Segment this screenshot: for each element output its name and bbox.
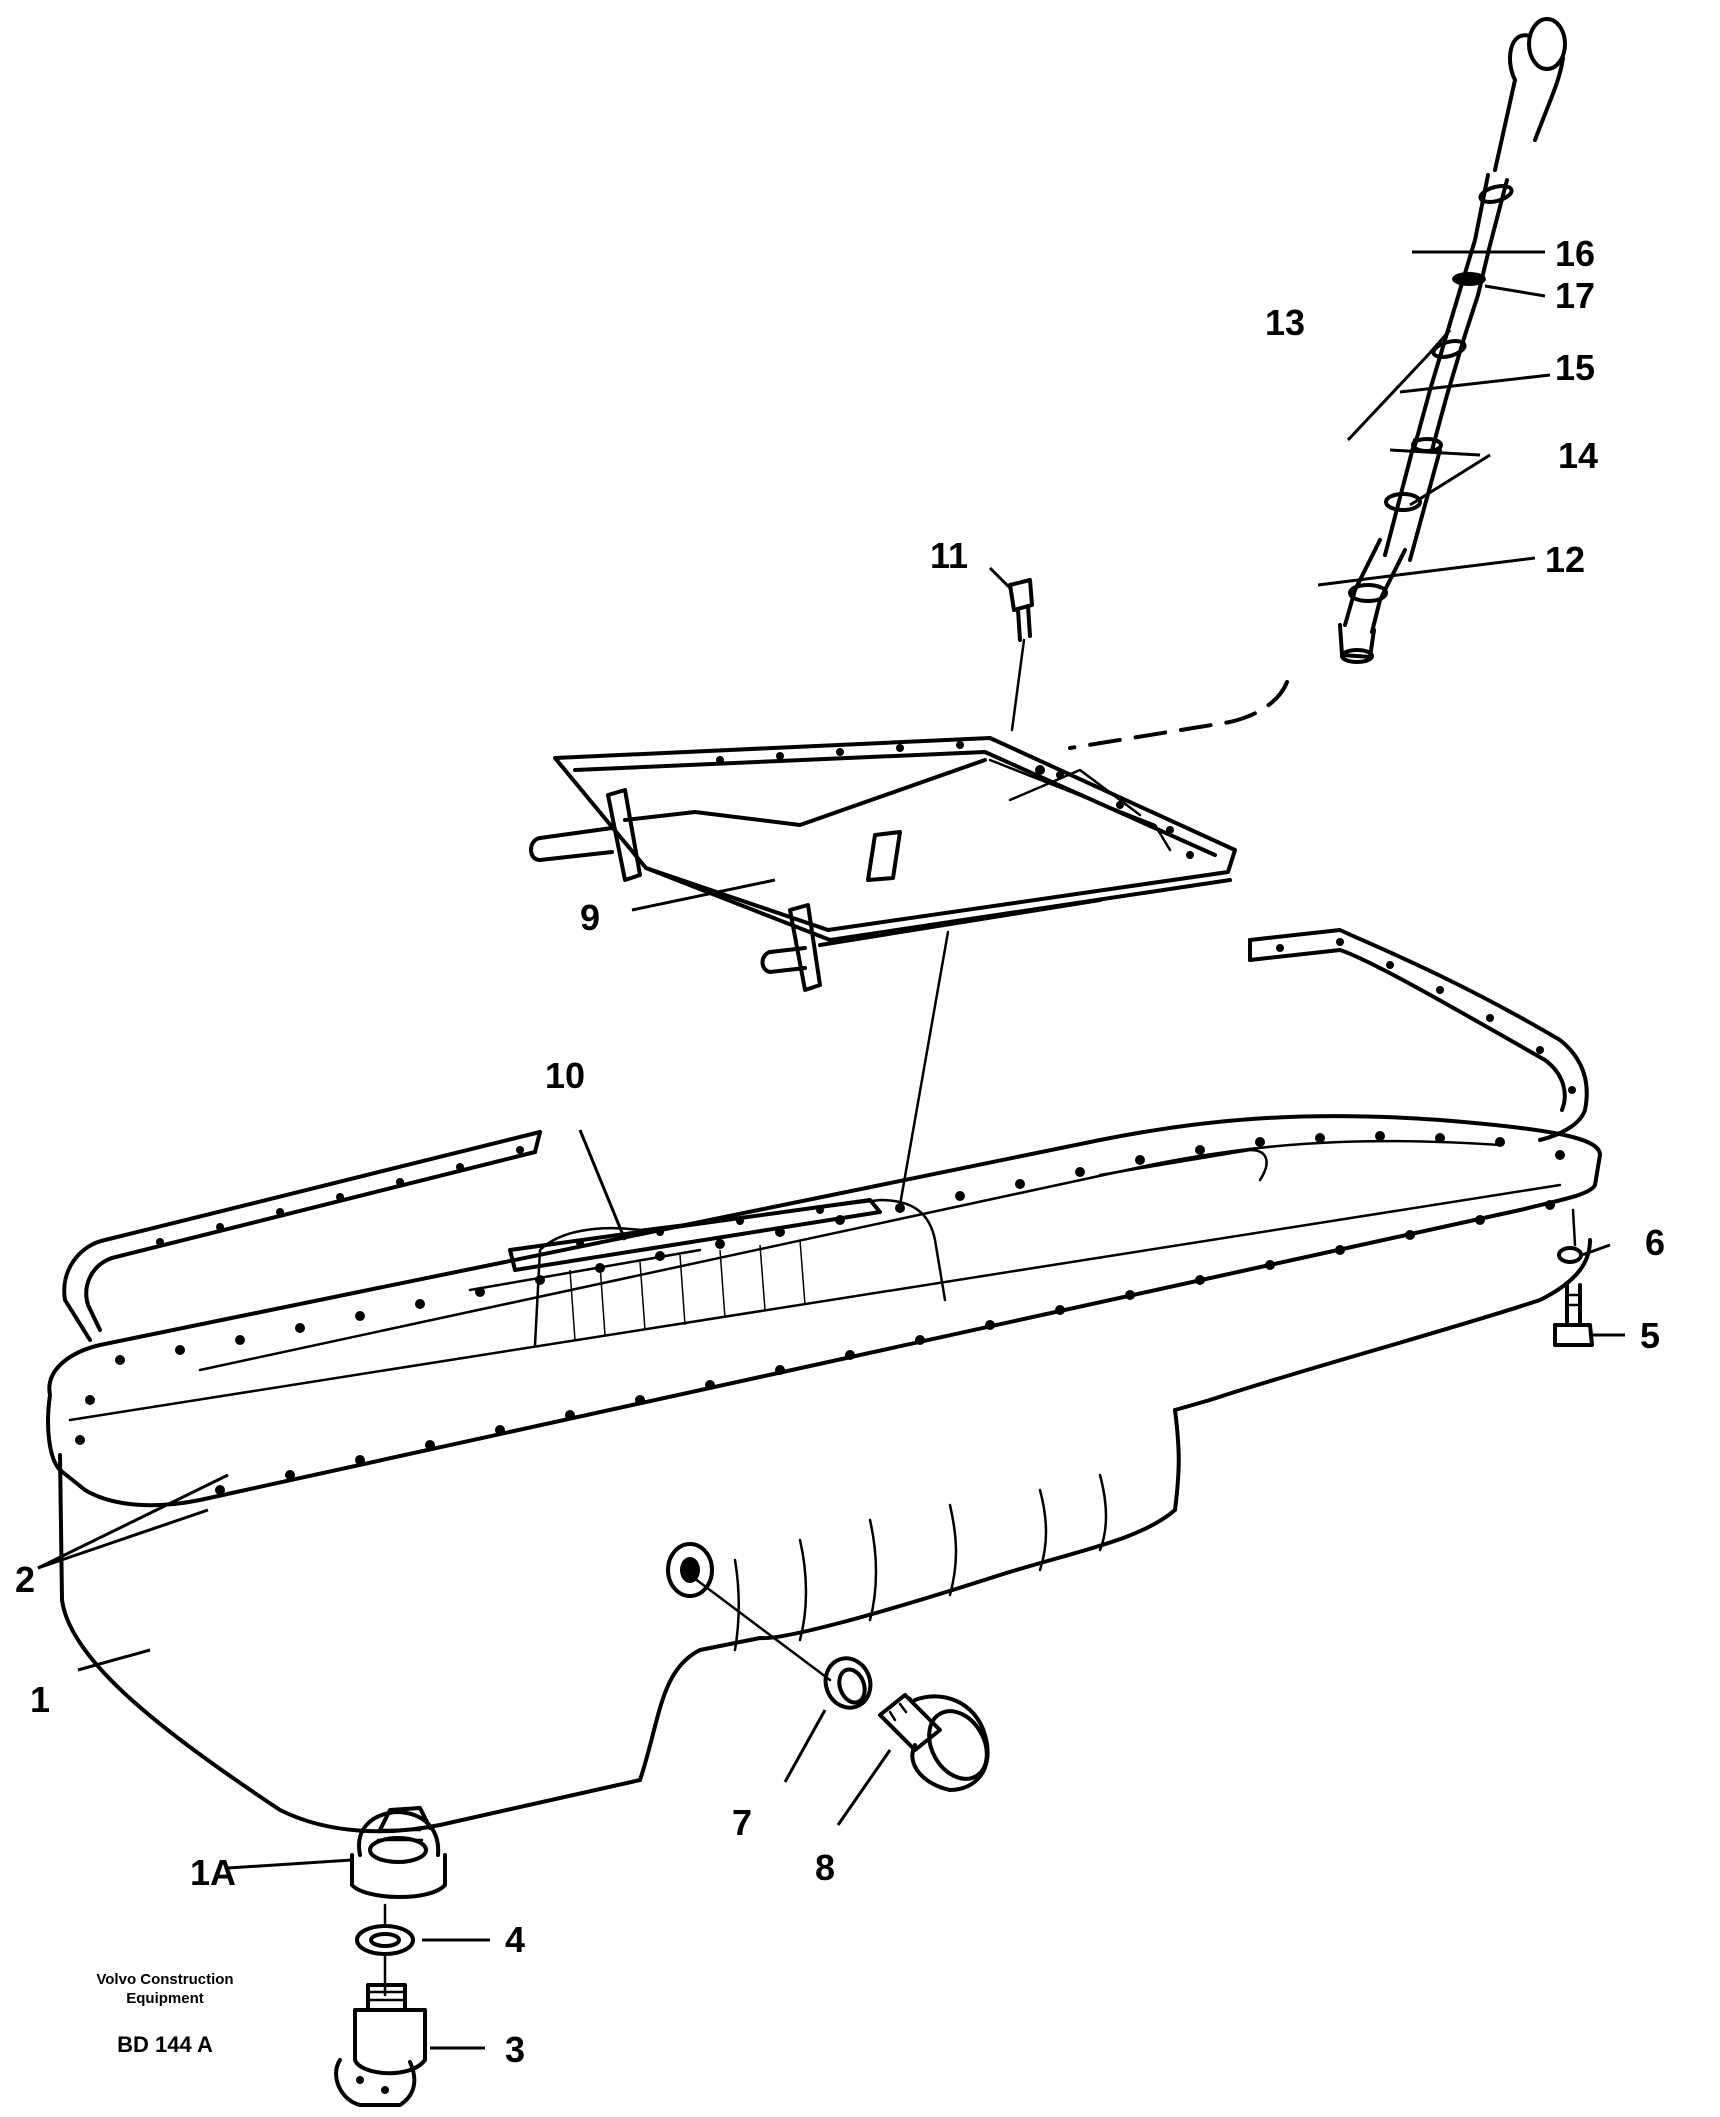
credit-block: Volvo Construction Equipment BD 144 A — [96, 1971, 233, 2057]
pan-flange-holes — [75, 1131, 1565, 1495]
label-15: 15 — [1555, 347, 1595, 388]
washer-4 — [355, 1903, 415, 1997]
bolt-5 — [1553, 1283, 1594, 1347]
callout-labels: 16 17 13 15 14 12 11 9 10 6 5 2 1 7 8 1A… — [15, 233, 1665, 2070]
label-1: 1 — [30, 1679, 50, 1720]
gasket-2 — [62, 928, 1589, 1342]
label-8: 8 — [815, 1847, 835, 1888]
credit-line-2: Equipment — [126, 1990, 204, 2007]
credit-line-1: Volvo Construction — [96, 1971, 233, 1988]
dipstick-tube — [1338, 437, 1443, 664]
bracket-10 — [468, 1198, 882, 1292]
dipstick-handle — [1493, 17, 1567, 172]
label-2: 2 — [15, 1559, 35, 1600]
label-4: 4 — [505, 1919, 525, 1960]
oil-pan-1 — [46, 1114, 1602, 1834]
label-1a: 1A — [190, 1852, 236, 1893]
screw-11 — [1008, 578, 1034, 732]
clamp-14a — [1384, 492, 1422, 512]
label-17: 17 — [1555, 275, 1595, 316]
seal-ring-17 — [1452, 272, 1486, 286]
label-12: 12 — [1545, 539, 1585, 580]
label-11: 11 — [930, 535, 968, 576]
sensor-3 — [334, 1983, 427, 2107]
label-14: 14 — [1558, 435, 1598, 476]
label-5: 5 — [1640, 1315, 1660, 1356]
label-16: 16 — [1555, 233, 1595, 274]
dipstick-assembly — [1068, 17, 1567, 750]
drain-plug-8 — [878, 1693, 990, 1792]
label-6: 6 — [1645, 1222, 1665, 1263]
seal-ring-7 — [823, 1656, 873, 1710]
dipstick-rod — [1413, 173, 1490, 447]
drawing-code: BD 144 A — [117, 2032, 213, 2057]
label-3: 3 — [505, 2029, 525, 2070]
leader-lines — [37, 250, 1625, 2050]
baffle-plate-9 — [529, 736, 1237, 1207]
washer-6 — [1557, 1208, 1583, 1264]
label-13: 13 — [1265, 302, 1305, 343]
label-7: 7 — [732, 1802, 752, 1843]
label-9: 9 — [580, 897, 600, 938]
adapter-1a — [350, 1810, 447, 1899]
label-10: 10 — [545, 1055, 585, 1096]
